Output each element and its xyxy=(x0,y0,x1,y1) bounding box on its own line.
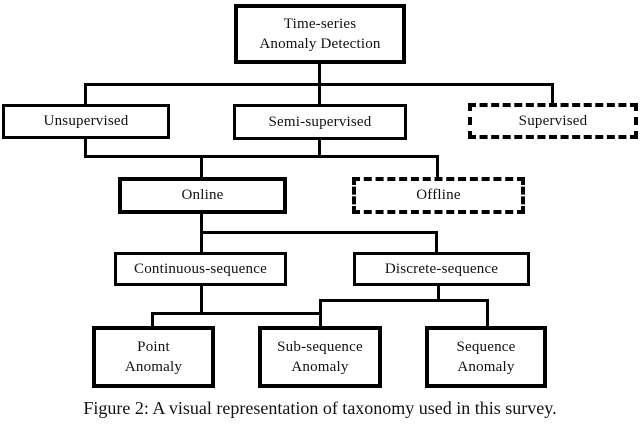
connector-sequence-drop xyxy=(486,299,489,327)
connector-level2-bus xyxy=(84,155,439,158)
connector-root-drop xyxy=(318,63,321,84)
node-point-anomaly: Point Anomaly xyxy=(92,326,215,388)
node-online: Online xyxy=(118,177,287,214)
node-sub-sequence-anomaly: Sub-sequence Anomaly xyxy=(258,326,382,388)
node-sequence-anomaly: Sequence Anomaly xyxy=(425,326,547,388)
node-label: Discrete-sequence xyxy=(384,260,499,277)
connector-unsupervised-drop xyxy=(84,83,87,105)
node-supervised: Supervised xyxy=(468,103,638,139)
connector-semi-supervised-out xyxy=(318,139,321,156)
node-label-line1: Sequence xyxy=(456,338,516,355)
connector-level3-bus xyxy=(200,231,438,234)
node-continuous-sequence: Continuous-sequence xyxy=(114,252,287,286)
node-semi-supervised: Semi-supervised xyxy=(233,104,407,140)
connector-offline-drop xyxy=(436,155,439,178)
connector-sub-sequence-drop xyxy=(319,299,322,327)
connector-continuous-bus xyxy=(151,312,322,315)
node-label: Continuous-sequence xyxy=(134,260,267,277)
node-label: Unsupervised xyxy=(43,113,129,130)
connector-semi-supervised-drop xyxy=(318,83,321,105)
node-discrete-sequence: Discrete-sequence xyxy=(353,252,530,286)
connector-continuous-out xyxy=(200,286,203,315)
connector-discrete-drop xyxy=(435,231,438,253)
connector-supervised-drop xyxy=(551,83,554,104)
node-label-line2: Anomaly xyxy=(457,359,515,375)
node-label-line2: Anomaly xyxy=(124,359,183,375)
node-label-line1: Point xyxy=(137,338,170,355)
node-label: Semi-supervised xyxy=(268,113,372,130)
connector-unsupervised-out xyxy=(84,138,87,156)
node-offline: Offline xyxy=(352,177,525,214)
node-label-line1: Time-series xyxy=(283,15,357,32)
node-label-line2: Anomaly xyxy=(291,359,349,375)
node-label-line2: Anomaly Detection xyxy=(259,36,381,52)
node-label-line1: Sub-sequence xyxy=(277,338,363,355)
connector-discrete-bus xyxy=(319,299,489,302)
connector-online-drop xyxy=(200,155,203,178)
node-label: Offline xyxy=(416,187,461,204)
figure-caption: Figure 2: A visual representation of tax… xyxy=(83,398,557,418)
connector-point-drop xyxy=(151,312,154,327)
node-label: Supervised xyxy=(518,112,588,129)
node-label: Online xyxy=(181,187,224,204)
node-unsupervised: Unsupervised xyxy=(2,104,170,139)
node-time-series-anomaly-detection: Time-series Anomaly Detection xyxy=(234,4,406,64)
connector-discrete-out xyxy=(437,286,440,302)
